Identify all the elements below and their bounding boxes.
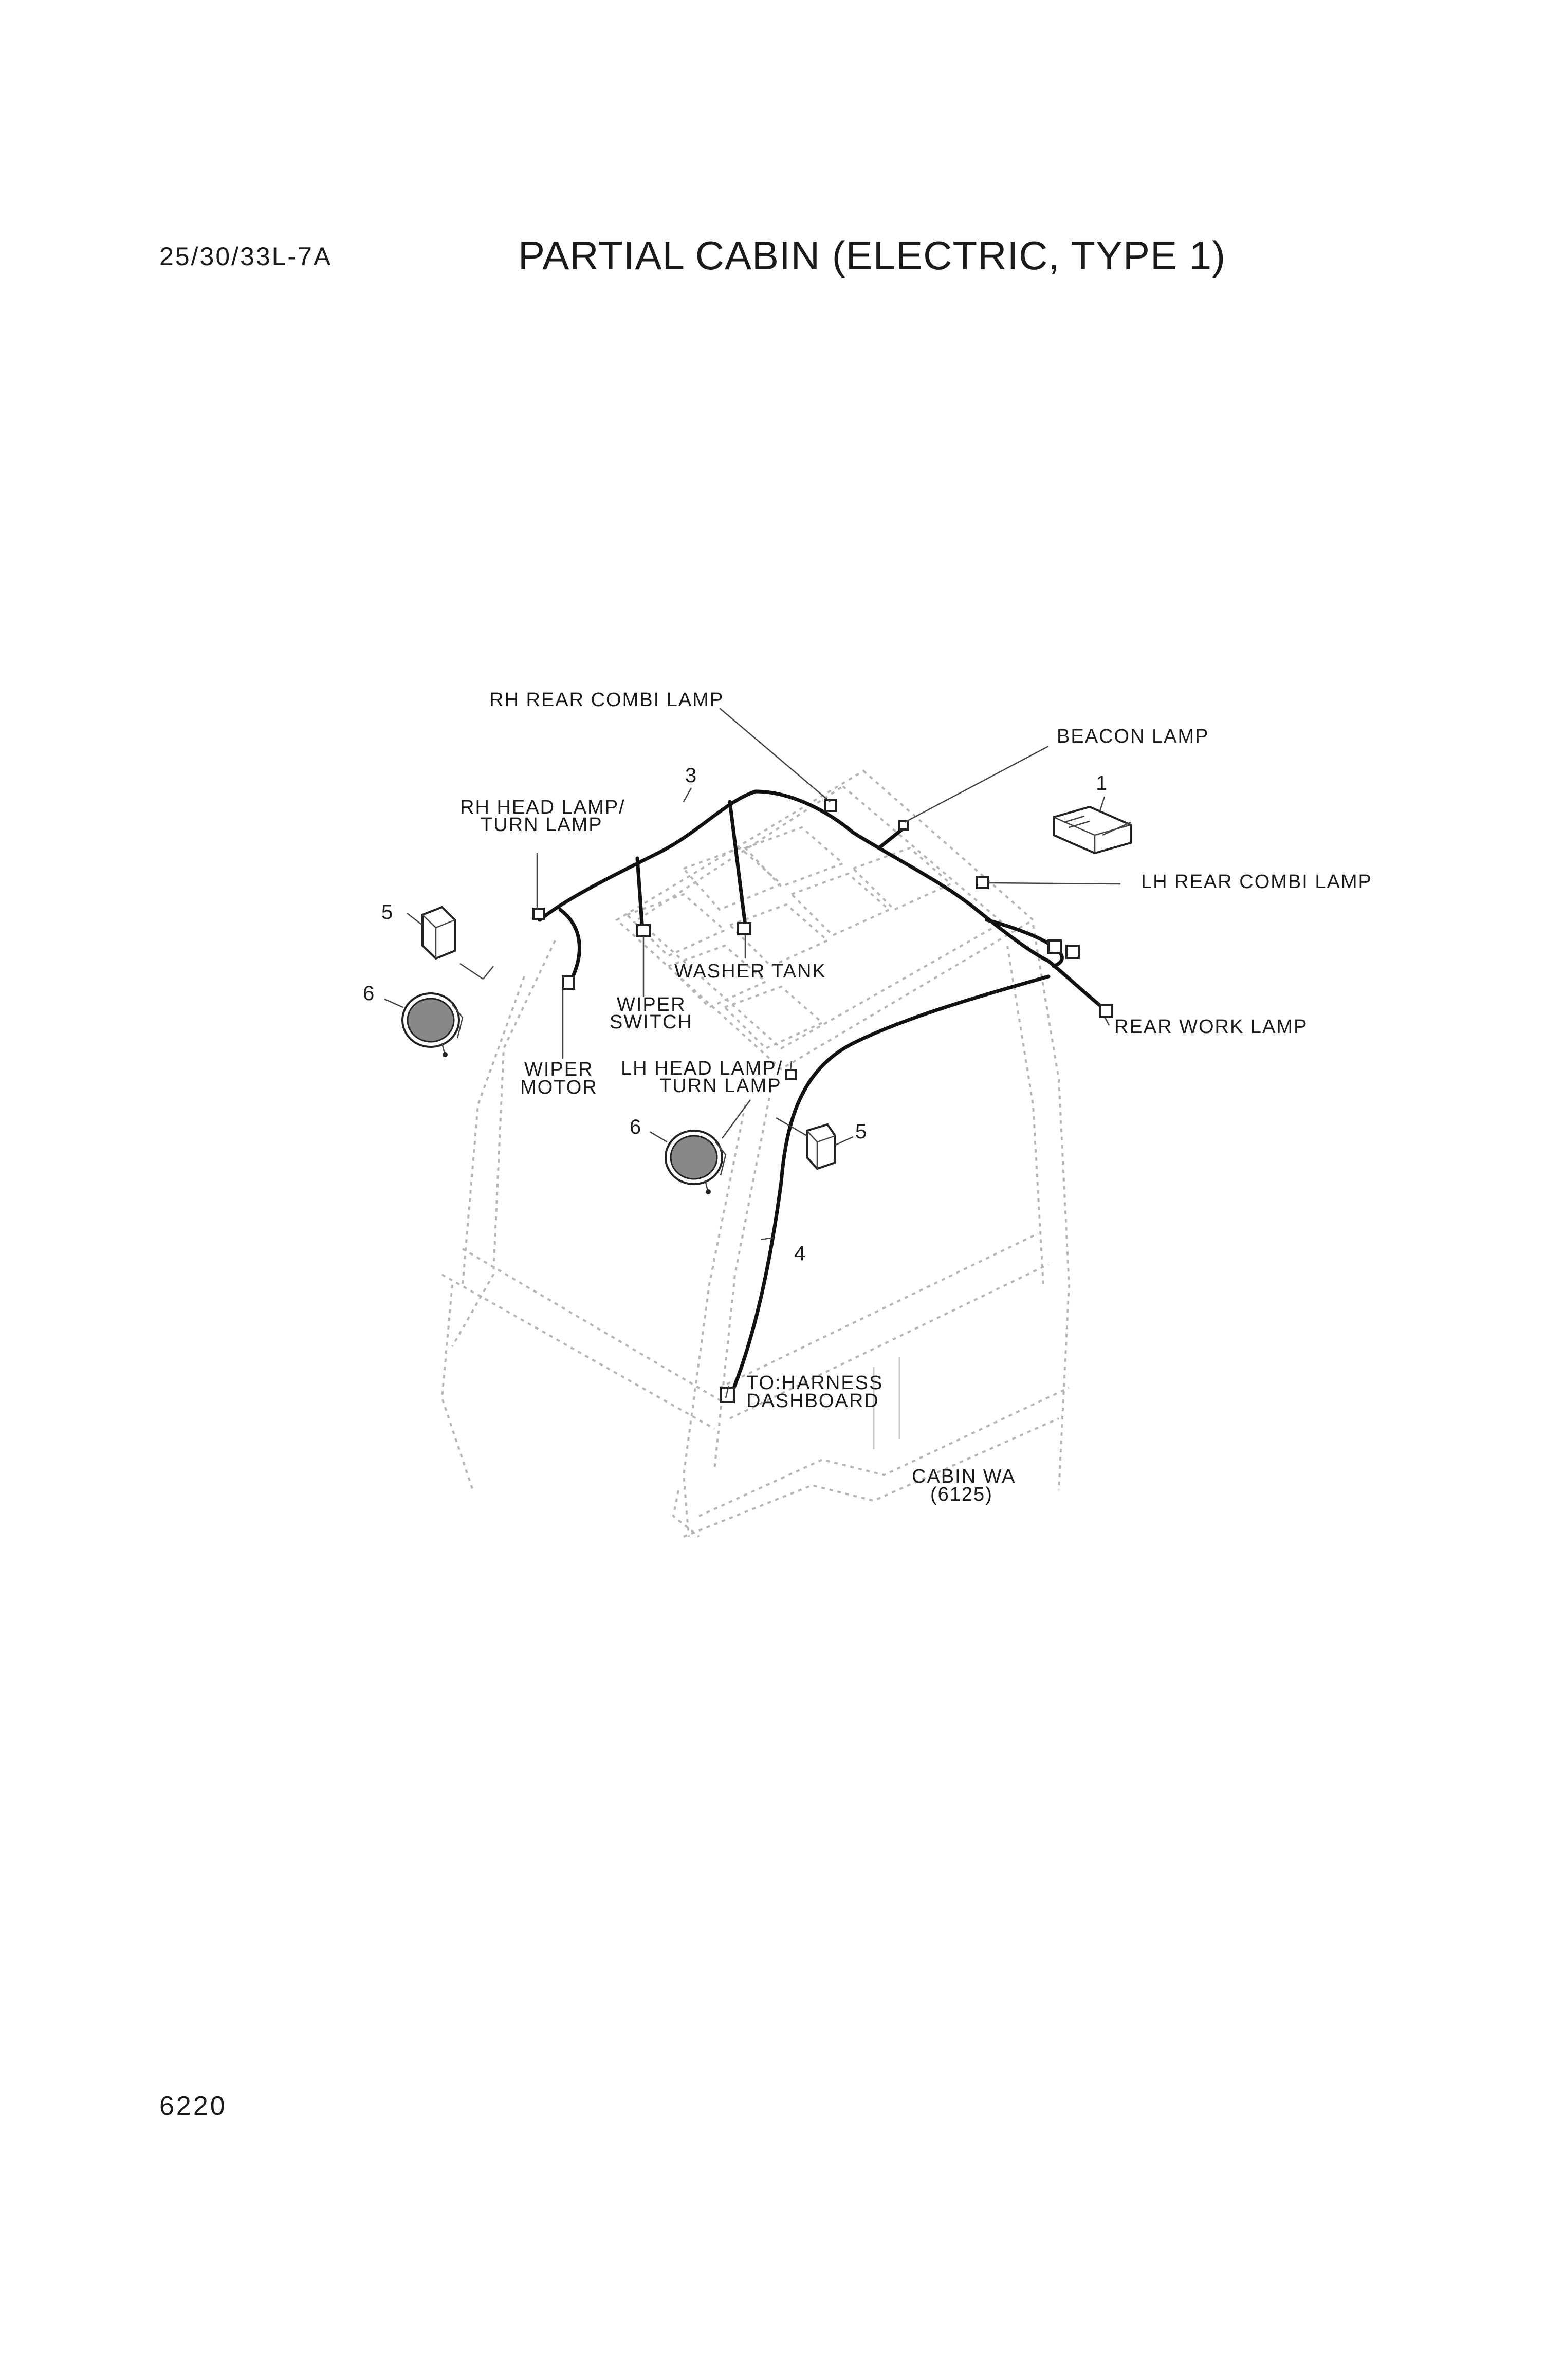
connector-rh-head bbox=[532, 908, 545, 920]
label-lh-rear-combi-lamp: LH REAR COMBI LAMP bbox=[1141, 871, 1372, 893]
model-number: 25/30/33L-7A bbox=[159, 242, 333, 271]
connector-washer-tank bbox=[737, 922, 751, 935]
label-beacon-lamp: BEACON LAMP bbox=[1057, 726, 1209, 747]
label-wiper-motor-line1: WIPER bbox=[524, 1059, 594, 1080]
callout-5-rh: 5 bbox=[381, 901, 393, 924]
rh-lamp-parts bbox=[401, 906, 464, 1057]
callout-3: 3 bbox=[685, 764, 696, 787]
connector-rh-rear-combi bbox=[824, 799, 837, 812]
connector-wiper-switch bbox=[636, 924, 651, 937]
leader-lines bbox=[384, 708, 1131, 1398]
beacon-lamp-part bbox=[1053, 805, 1132, 855]
callout-4: 4 bbox=[794, 1242, 805, 1265]
connectors bbox=[532, 799, 1113, 1403]
label-lh-head-lamp-line1: LH HEAD LAMP/ bbox=[621, 1058, 783, 1079]
connector-wiper-motor bbox=[562, 975, 575, 990]
harness-4 bbox=[728, 974, 1051, 1400]
label-rear-work-lamp: REAR WORK LAMP bbox=[1114, 1016, 1308, 1038]
label-cabin-wa-line2: (6125) bbox=[930, 1484, 993, 1505]
connector-rear-work-a bbox=[1047, 939, 1062, 954]
page-title: PARTIAL CABIN (ELECTRIC, TYPE 1) bbox=[518, 233, 1226, 278]
label-wiper-switch-line1: WIPER bbox=[617, 994, 686, 1016]
callout-5-lh: 5 bbox=[855, 1120, 867, 1143]
lh-lamp-parts bbox=[665, 1123, 836, 1194]
callout-1: 1 bbox=[1096, 772, 1107, 795]
label-to-harness-line2: DASHBOARD bbox=[746, 1390, 879, 1412]
label-wiper-switch-line2: SWITCH bbox=[610, 1011, 693, 1033]
cabin-frame-outline bbox=[440, 769, 1071, 1538]
connector-beacon bbox=[898, 820, 909, 831]
callout-6-lh: 6 bbox=[630, 1116, 641, 1138]
label-rh-head-lamp-line2: TURN LAMP bbox=[481, 814, 603, 836]
label-rh-head-lamp-line1: RH HEAD LAMP/ bbox=[460, 797, 625, 818]
label-lh-head-lamp-line2: TURN LAMP bbox=[659, 1075, 782, 1097]
label-cabin-wa-line1: CABIN WA bbox=[912, 1466, 1016, 1487]
connector-rear-work bbox=[1099, 1004, 1113, 1018]
label-rh-rear-combi-lamp: RH REAR COMBI LAMP bbox=[489, 689, 724, 711]
label-washer-tank: WASHER TANK bbox=[674, 961, 826, 982]
label-to-harness-line1: TO:HARNESS bbox=[746, 1372, 883, 1394]
label-wiper-motor-line2: MOTOR bbox=[520, 1077, 598, 1098]
connector-lh-rear-combi bbox=[976, 876, 989, 889]
callout-6-rh: 6 bbox=[363, 982, 374, 1005]
page-number: 6220 bbox=[159, 2091, 227, 2121]
connector-rear-work-b bbox=[1065, 945, 1080, 959]
connector-lh-head bbox=[785, 1069, 797, 1080]
